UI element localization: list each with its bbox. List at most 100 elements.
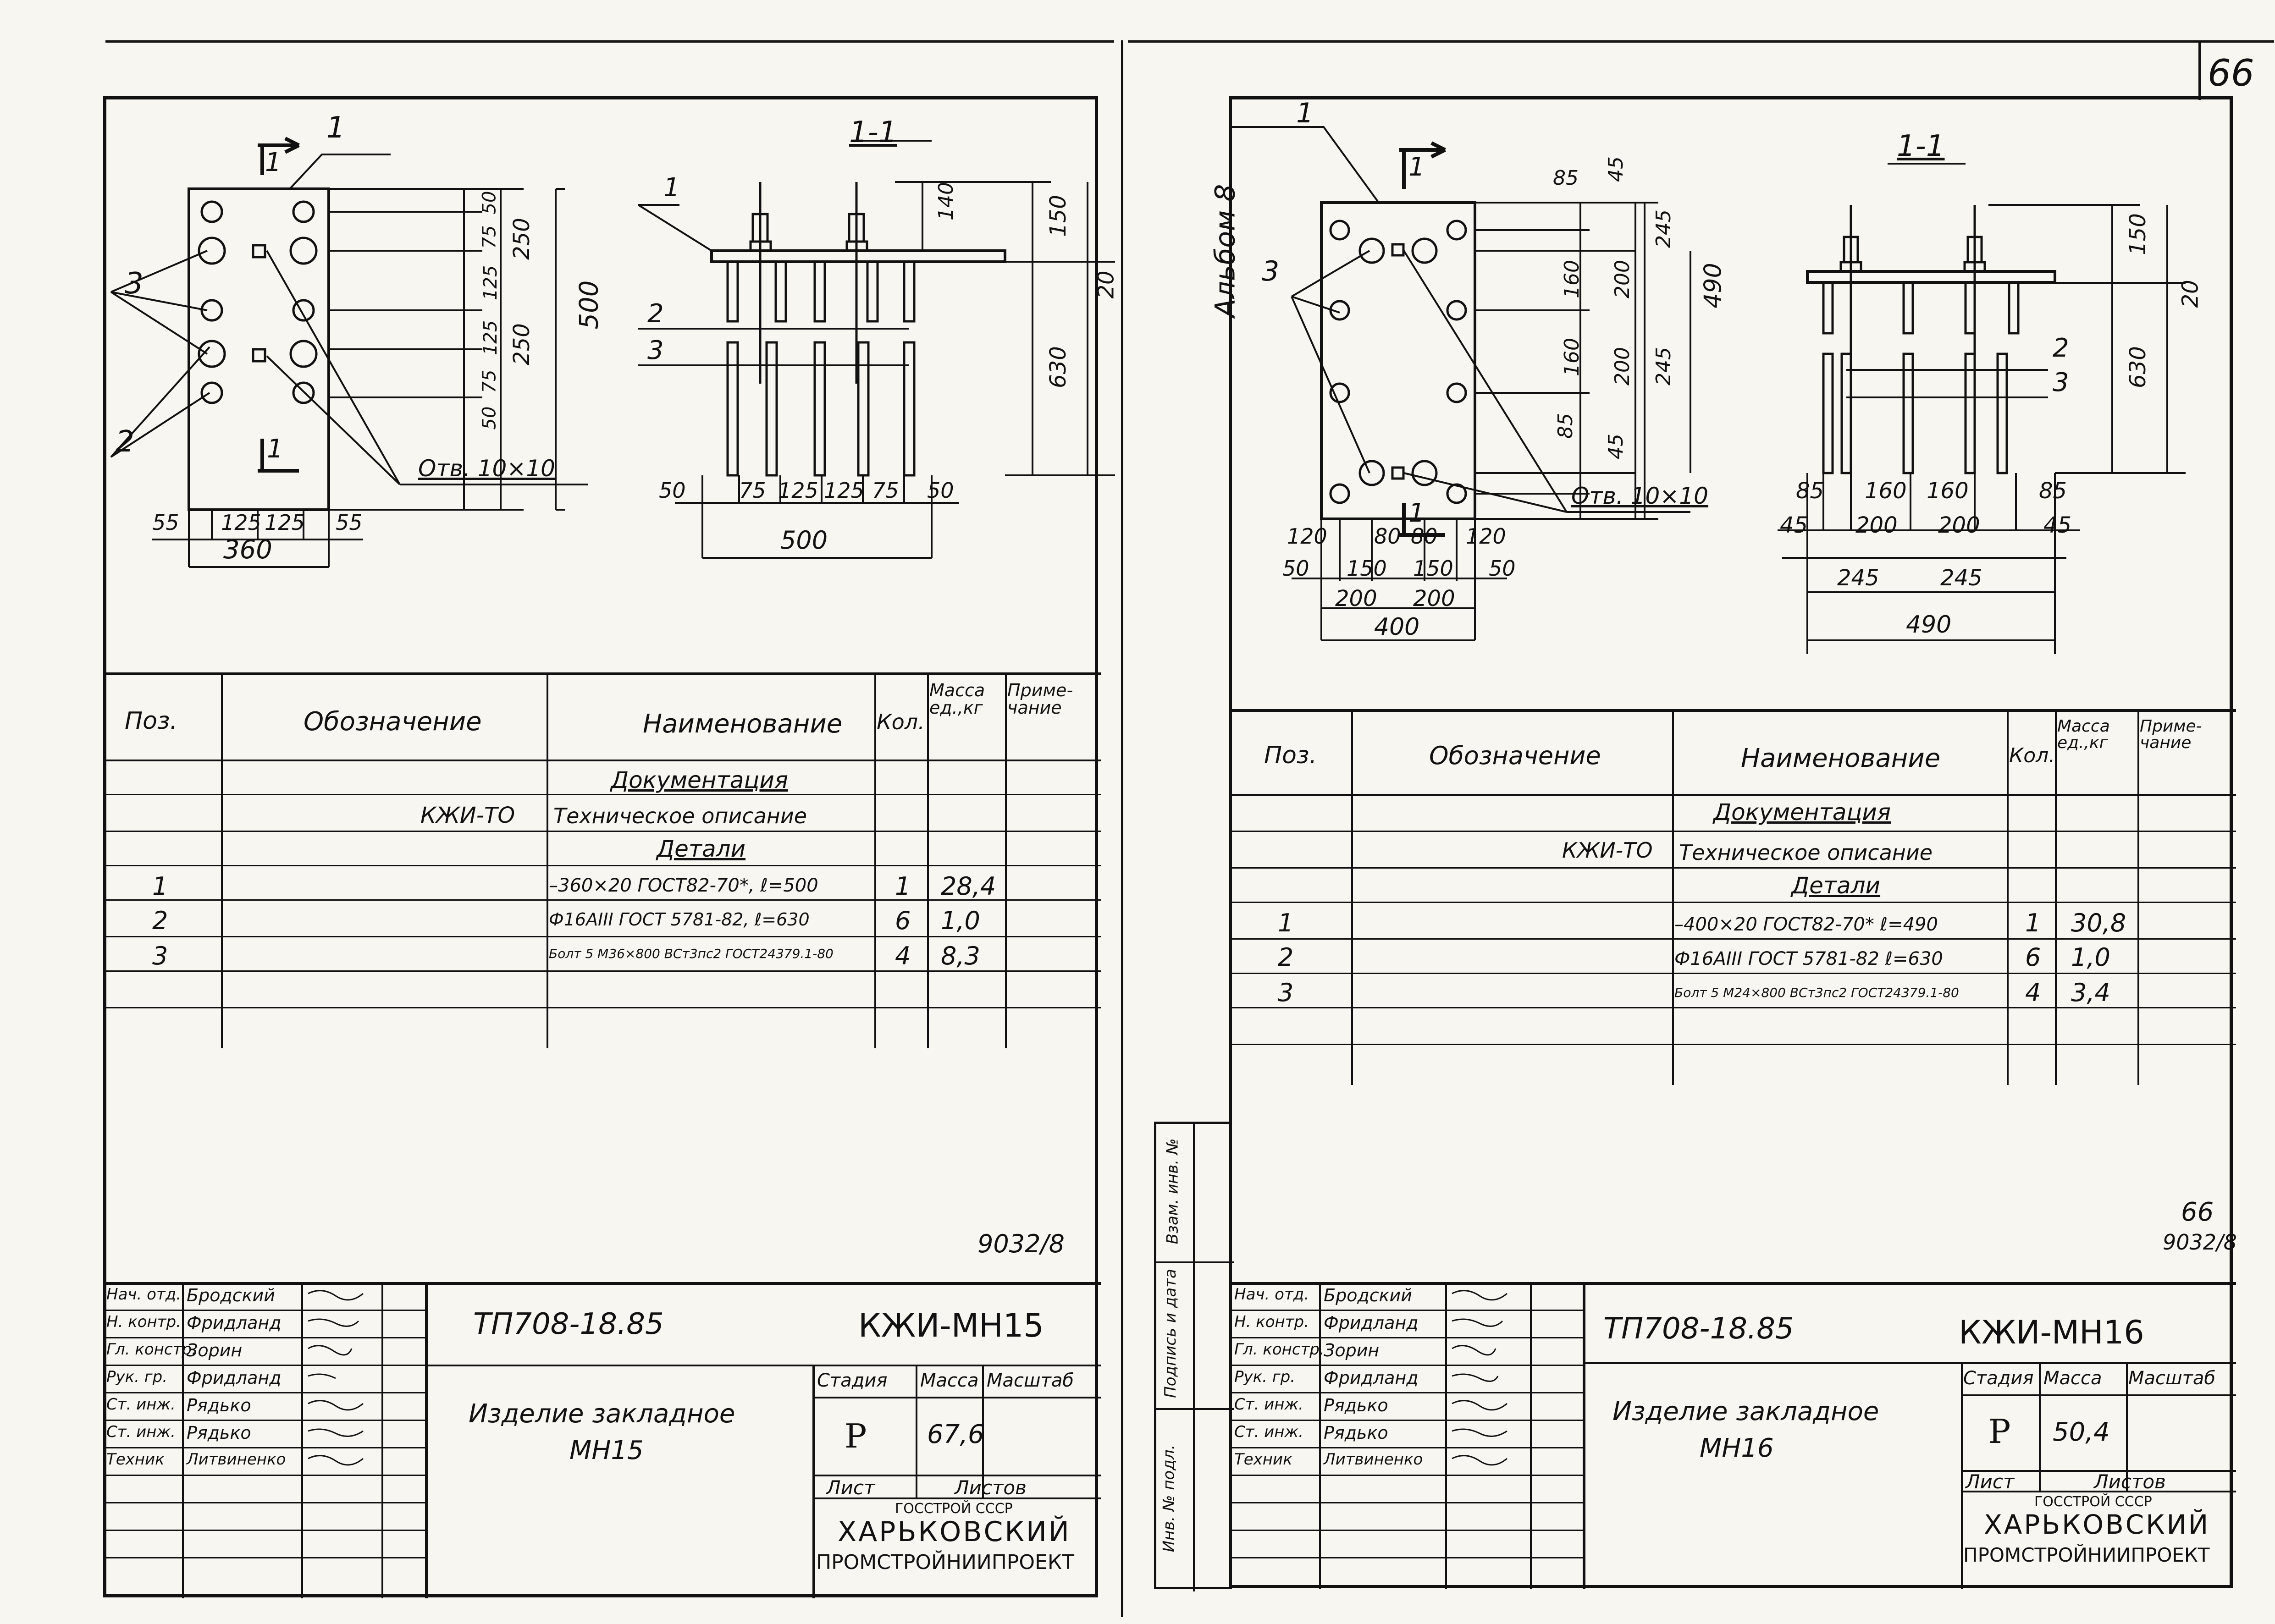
left-plan-vdim-250b: 250 [508,323,535,365]
right-tb-role-1: Н. контр. [1234,1313,1309,1331]
left-tb-name-0: Бродский [187,1285,275,1305]
right-plan-h2-d: 50 [1489,556,1516,581]
right-plan-v1-d: 85 [1554,413,1577,439]
right-row-details: Детали [1791,872,1881,899]
left-tb-name-3: Фридланд [187,1368,282,1388]
right-plan-v3-b: 245 [1651,347,1675,385]
right-tb-mass-label: Масса [2043,1368,2102,1389]
right-hole-note: Отв. 10×10 [1571,483,1708,509]
right-sec-v-150: 150 [2125,213,2151,255]
left-th-code: Обозначение [304,707,482,737]
left-tb-title-1: Изделие закладное [469,1399,735,1429]
right-row3-name: Болт 5 М24×800 ВСт3пс2 ГОСТ24379.1-80 [1674,985,1959,1000]
right-plan-h1-a: 120 [1287,524,1327,549]
left-plan-hdim-55b: 55 [336,510,363,535]
left-tb-role-4: Ст. инж. [106,1395,176,1414]
right-row2-mass: 1,0 [2071,943,2110,972]
right-plan-width: 400 [1374,613,1420,641]
left-section-label: 1-1 [849,116,897,149]
right-plan-h3-b: 200 [1413,586,1455,611]
left-hole-note: Отв. 10×10 [418,455,555,482]
right-row-doc: Документация [1713,799,1891,826]
left-tb-mass-label: Масса [920,1370,979,1391]
right-row2-qty: 6 [2025,943,2041,972]
right-tb-role-5: Ст. инж. [1234,1423,1303,1441]
left-drawing [110,137,1115,568]
right-tb-org3: ПРОМСТРОЙНИИПРОЕКТ [1963,1544,2210,1566]
page-corner-number: 66 [2208,52,2254,94]
left-row1-qty: 1 [895,872,911,901]
right-tb-name-5: Рядько [1324,1423,1388,1443]
right-sec-h1-d: 85 [2039,478,2067,504]
left-pos-3: 3 [125,267,144,301]
left-row-details: Детали [657,836,746,862]
right-plan-vtotal: 490 [1699,263,1727,308]
right-tb-role-3: Рук. гр. [1234,1368,1296,1386]
left-row3-qty: 4 [895,941,911,970]
right-sec-pos-2: 2 [2053,333,2069,363]
left-sec-vdim-20: 20 [1093,270,1119,299]
right-row1-name: –400×20 ГОСТ82-70* ℓ=490 [1674,914,1938,935]
left-row3-name: Болт 5 М36×800 ВСт3пс2 ГОСТ24379.1-80 [549,946,834,961]
left-tb-name-2: Зорин [187,1340,243,1360]
right-tb-role-4: Ст. инж. [1234,1395,1303,1414]
right-plan-v1-b: 160 [1560,260,1584,298]
left-plan-holes [198,200,318,404]
right-tb-name-3: Фридланд [1324,1368,1419,1388]
right-plan-v3-a: 245 [1651,209,1675,248]
left-tb-org3: ПРОМСТРОЙНИИПРОЕКТ [816,1551,1074,1574]
left-row2-pos: 2 [152,906,168,935]
right-plan-h1-c: 80 [1411,524,1438,549]
right-spec-table: Поз. Обозначение Наименование Кол. Масса… [1232,709,2236,1085]
right-sheet-number: 9032/8 [2163,1230,2237,1255]
left-th-qty: Кол. [877,710,925,734]
left-tb-role-2: Гл. констр. [106,1340,197,1359]
left-tb-role-0: Нач. отд. [106,1285,182,1304]
right-plan-h2-c: 150 [1413,556,1453,581]
right-sec-v-630: 630 [2125,346,2151,388]
left-row-to-name: Техническое описание [553,804,807,828]
left-plan-hdim-55a: 55 [152,510,179,535]
left-sec-hdim-75b: 75 [872,478,899,503]
right-plan-h3-a: 200 [1335,586,1377,611]
left-th-pos: Поз. [125,707,178,735]
right-tb-role-6: Техник [1234,1450,1292,1469]
left-pos-1: 1 [326,111,345,145]
right-section-label: 1-1 [1897,129,1945,163]
right-th-pos: Поз. [1264,742,1317,769]
left-sec-hdim-125a: 125 [778,478,818,503]
right-sec-pos-3: 3 [2053,368,2069,397]
left-sec-pos-3: 3 [647,336,664,365]
left-tb-role-3: Рук. гр. [106,1368,168,1386]
right-plan-v1-c: 160 [1560,338,1584,376]
left-plan-vdim-250a: 250 [508,218,535,260]
right-row-to-name: Техническое описание [1679,840,1933,865]
right-row3-pos: 3 [1278,978,1294,1007]
right-side-strip: Взам. инв. № Подпись и дата Инв. № подл. [1154,1122,1234,1591]
right-tb-name-2: Зорин [1324,1340,1380,1360]
left-tb-org1: ГОССТРОЙ СССР [895,1501,1013,1517]
right-tb-stage-label: Стадия [1963,1368,2034,1389]
left-tb-name-5: Рядько [187,1423,251,1443]
left-th-mass: Масса ед.,кг [929,680,985,718]
left-section-bolts [726,182,916,477]
left-sec-pos-2: 2 [647,299,664,329]
left-row2-name: Ф16АIII ГОСТ 5781-82, ℓ=630 [549,909,810,930]
left-tb-stage-label: Стадия [817,1370,888,1391]
right-tb-org1: ГОССТРОЙ СССР [2034,1494,2152,1510]
right-sec-h2-c: 200 [1938,512,1980,538]
right-side-label-2: Инв. № подл. [1160,1444,1178,1552]
right-plan-h1-d: 120 [1466,524,1506,549]
left-plan-vdim-total: 500 [574,280,604,330]
left-th-name: Наименование [643,709,843,739]
top-rule-right [1128,40,2274,43]
right-tb-role-0: Нач. отд. [1234,1285,1309,1304]
left-row-doc: Документация [611,767,788,793]
left-tb-stage: Р [845,1417,867,1455]
right-tb-project: ТП708-18.85 [1603,1312,1794,1346]
right-tb-signatures [1452,1290,1507,1466]
right-th-name: Наименование [1741,743,1941,773]
right-album-label: Альбом 8 [1209,184,1242,318]
left-row1-pos: 1 [152,872,168,901]
right-row1-qty: 1 [2025,908,2041,937]
